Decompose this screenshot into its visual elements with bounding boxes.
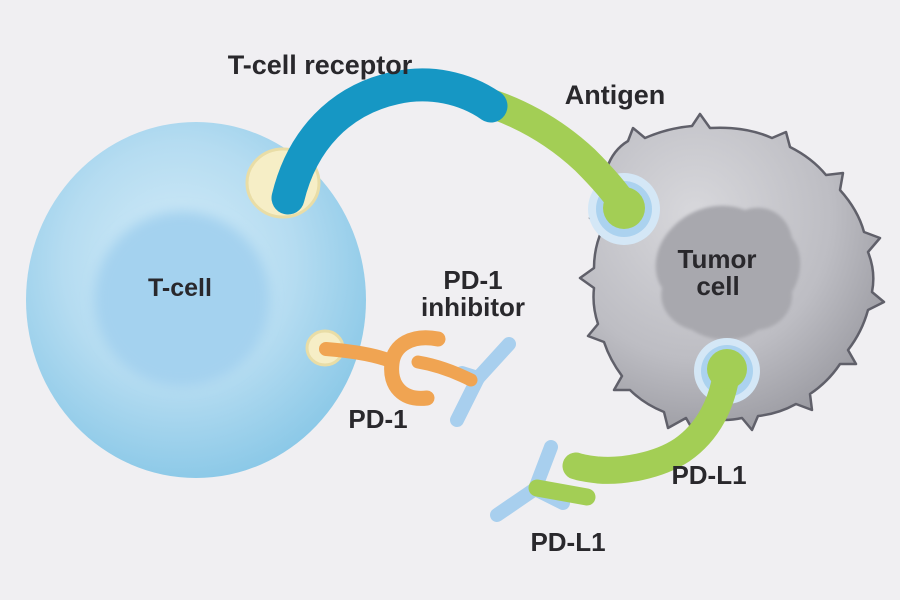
antigen-label: Antigen bbox=[565, 80, 666, 110]
pd1-binding-stub bbox=[411, 355, 478, 387]
pd1-stalk bbox=[319, 342, 395, 367]
t-cell-receptor-label: T-cell receptor bbox=[228, 50, 413, 80]
pd1-inhibitor-label-line2: inhibitor bbox=[421, 292, 525, 322]
tumor-cell-nucleus bbox=[655, 205, 801, 340]
t-cell-label: T-cell bbox=[148, 274, 212, 302]
t-cell-receptor-stalk bbox=[271, 68, 508, 215]
tumor-cell-label: Tumor cell bbox=[678, 244, 757, 301]
pdl1-stalk bbox=[562, 355, 741, 484]
pd1-inhibitor-label: PD-1 inhibitor bbox=[421, 265, 525, 322]
pdl1-fragment bbox=[528, 479, 596, 506]
pdl1-label-right: PD-L1 bbox=[671, 460, 746, 490]
pd1-inhibitor-arm-up bbox=[471, 337, 516, 385]
pdl1-label-bottom: PD-L1 bbox=[530, 527, 605, 557]
tumor-cell-label-line1: Tumor bbox=[678, 244, 757, 274]
pd1-inhibitor-label-line1: PD-1 bbox=[443, 265, 502, 295]
pd1-receptor bbox=[319, 330, 478, 406]
pdl1-stalk-base bbox=[707, 349, 747, 389]
antigen-tip bbox=[603, 187, 645, 229]
t-cell-nucleus bbox=[94, 211, 270, 387]
tumor-cell-label-line2: cell bbox=[696, 271, 739, 301]
pd1-label: PD-1 bbox=[348, 404, 407, 434]
pd1-claw bbox=[384, 330, 446, 406]
pdl1-antibody-stem bbox=[490, 482, 542, 522]
